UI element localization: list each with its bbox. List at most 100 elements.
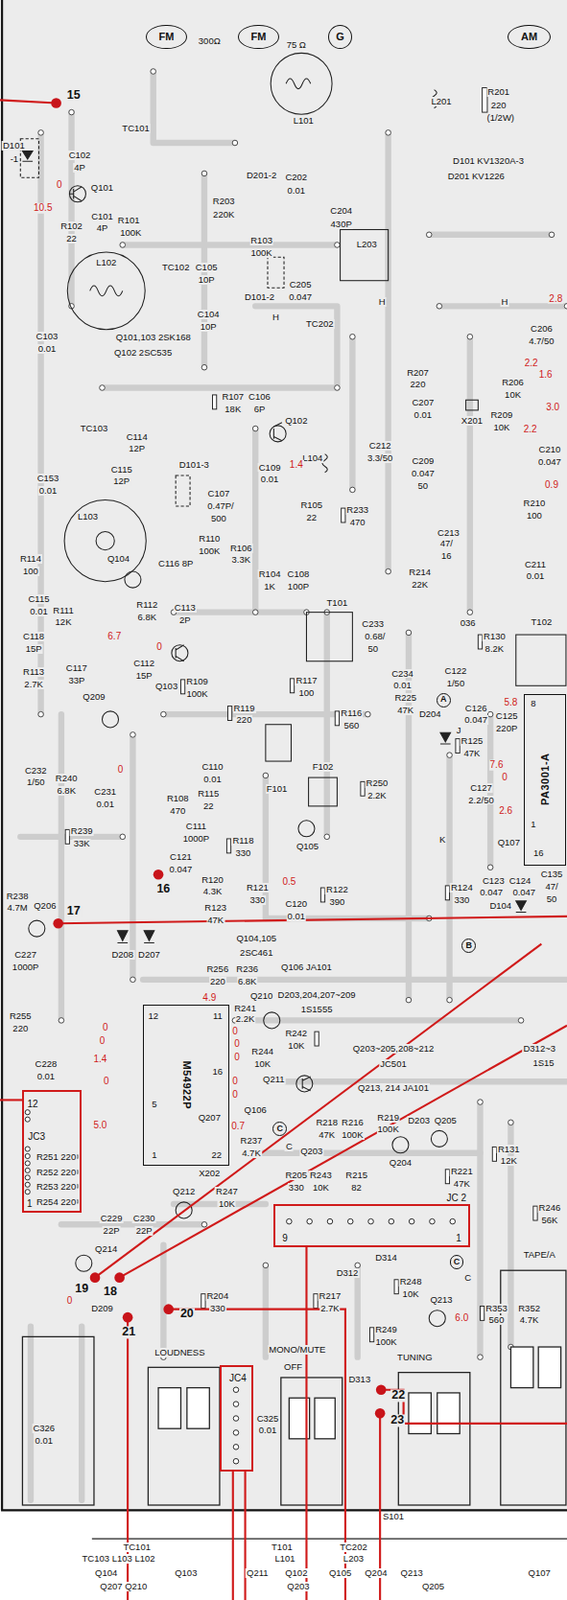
part-label: 3.3K	[231, 555, 253, 566]
part-label: Q102	[283, 416, 308, 426]
part-label: TC202	[338, 1543, 369, 1554]
connector-pin	[233, 1388, 239, 1394]
part-label: D209	[90, 1304, 115, 1315]
part-label: Q213	[428, 1296, 453, 1306]
ic-package: PA3001-A	[523, 694, 567, 867]
part-label: Q101	[90, 183, 115, 193]
solder-pad	[436, 304, 443, 310]
solder-pad	[38, 69, 567, 1362]
part-label: Q211	[245, 1569, 270, 1580]
part-label: L101	[292, 116, 315, 126]
part-label: 1000P	[11, 963, 40, 973]
part-label: C105	[194, 262, 219, 273]
solder-pad	[350, 333, 356, 340]
part-label: C202	[283, 172, 308, 183]
part-label: 4.7K	[240, 1149, 262, 1159]
connector-pin	[24, 1110, 455, 1465]
part-label: 1S1555	[300, 1005, 334, 1016]
part-label: 036	[459, 618, 477, 629]
transformer-can	[340, 229, 389, 281]
part-label: C122	[444, 666, 469, 677]
part-label: R130	[482, 632, 507, 642]
part-label: 100K	[185, 689, 209, 700]
red-signal-line	[305, 1248, 308, 1600]
antenna-terminal: AM	[507, 24, 551, 50]
voltage-reading: 0	[231, 1090, 239, 1102]
node-text: A	[440, 695, 448, 705]
voltage-reading: 2.2	[523, 358, 540, 370]
part-label: C207	[410, 398, 435, 408]
copper-trace	[20, 71, 567, 1502]
part-label: 100K	[250, 248, 274, 259]
part-label: R105	[299, 500, 324, 511]
part-label: C204	[329, 206, 354, 216]
part-label: R110	[197, 534, 221, 544]
transistor-symbol	[175, 645, 185, 662]
part-label: 10P	[199, 322, 218, 332]
slide-switch	[22, 1337, 95, 1507]
part-label: D207	[137, 950, 162, 961]
solder-pad	[487, 711, 494, 718]
part-label: C234	[390, 669, 415, 680]
red-signal-line	[0, 99, 57, 103]
part-label: C227	[13, 950, 38, 961]
connector-pin	[233, 1445, 239, 1452]
part-label: R120	[200, 875, 225, 886]
part-label: 0.01	[28, 607, 49, 617]
solder-pad	[518, 1018, 524, 1025]
part-label: R246	[538, 1204, 563, 1214]
part-label: 470	[349, 518, 367, 528]
part-label: 4.7K	[519, 1316, 541, 1326]
copper-trace	[37, 132, 44, 715]
part-label: Q212	[171, 1187, 196, 1198]
part-label: 500	[210, 514, 228, 524]
part-label: R243	[308, 1171, 333, 1182]
part-label: 3.3/50	[366, 453, 394, 464]
slide-switch	[187, 1389, 210, 1431]
part-label: Q204	[388, 1158, 413, 1169]
solder-pad	[99, 385, 106, 392]
part-label: 47K	[463, 749, 482, 759]
test-point-number: 18	[102, 1286, 119, 1300]
part-label: R107	[220, 392, 245, 402]
connector-pin	[24, 1110, 30, 1116]
part-label: R215	[344, 1171, 369, 1182]
part-label: 12K	[499, 1157, 519, 1167]
part-label: R240	[54, 774, 79, 784]
resistor-symbol	[533, 1206, 538, 1222]
connector-pin	[233, 1417, 239, 1423]
transformer-can	[308, 778, 338, 807]
part-label: 0.01	[38, 486, 59, 497]
transistor-symbol	[269, 425, 286, 443]
part-label: R244	[250, 1047, 275, 1058]
part-label: Q107	[527, 1569, 552, 1580]
part-label: C120	[283, 899, 308, 910]
part-label: R210	[522, 498, 547, 509]
part-label: 100K	[374, 1338, 398, 1348]
part-label: R118	[231, 836, 255, 847]
part-label: 47K	[317, 1131, 336, 1141]
test-point-dot	[153, 870, 165, 881]
part-label: R249	[374, 1325, 399, 1336]
part-label: 4P	[72, 163, 87, 173]
transistor-symbol	[69, 187, 82, 202]
slide-switch	[281, 1378, 343, 1507]
solder-pad	[130, 977, 137, 984]
node-text: B	[466, 942, 473, 951]
transistor-symbol	[28, 186, 449, 1328]
part-label: 47K	[206, 916, 225, 926]
part-label: TUNING	[396, 1353, 433, 1364]
part-label: 100K	[340, 1131, 364, 1141]
part-label: L203	[342, 1555, 365, 1565]
part-label: Q206	[32, 901, 57, 912]
voltage-reading: 5.8	[502, 698, 519, 709]
slide-switch	[500, 1271, 567, 1507]
part-label: 10K	[286, 1041, 306, 1052]
part-label: TC101	[120, 123, 151, 134]
part-label: 47/	[439, 539, 454, 549]
solder-pad	[150, 69, 157, 75]
part-label: Q107	[496, 838, 521, 849]
part-label: F102	[311, 762, 335, 773]
part-label: -1	[9, 154, 20, 165]
part-label: 560	[342, 721, 360, 732]
